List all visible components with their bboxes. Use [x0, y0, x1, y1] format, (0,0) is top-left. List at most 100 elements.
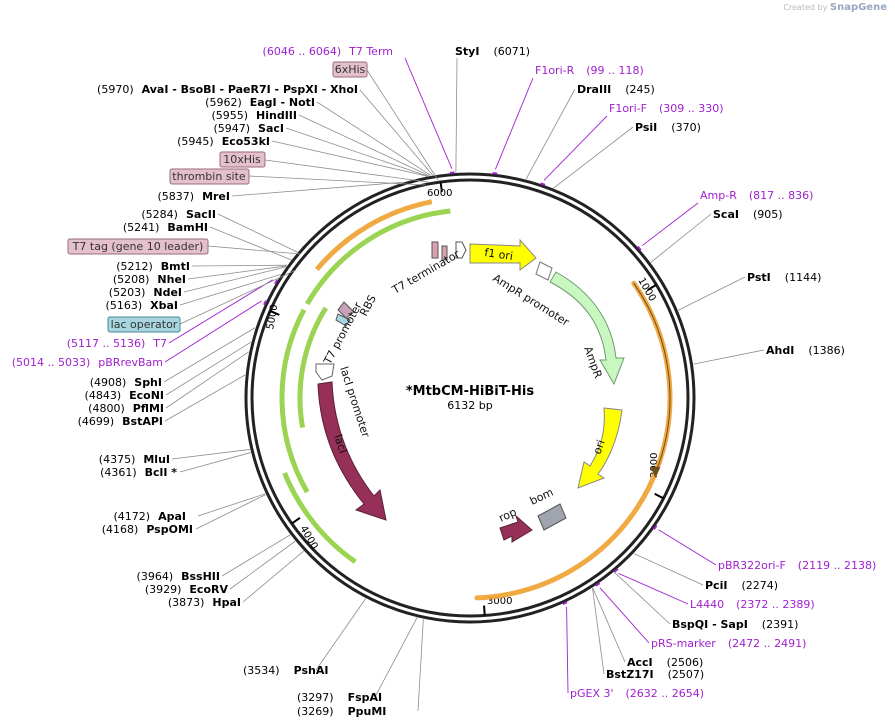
primer-leader: [641, 202, 699, 246]
site-pshai[interactable]: (3534)PshAI: [243, 664, 328, 677]
feature-arc-green-outer: [305, 208, 451, 306]
primer-prs-marker[interactable]: pRS-marker(2472 .. 2491): [651, 637, 806, 650]
site-pflmi[interactable]: (4800)PflMI: [88, 402, 164, 415]
primer-bind-mark: [492, 172, 498, 175]
primer-t7[interactable]: (5117 .. 5136)T7: [67, 337, 167, 350]
tag-lac-operator[interactable]: lac operator: [107, 316, 181, 333]
primer-amp-r[interactable]: Amp-R(817 .. 836): [700, 189, 813, 202]
tag-10xhis[interactable]: 10xHis: [219, 151, 266, 168]
feature-rop[interactable]: [499, 514, 533, 543]
primer-bind-mark: [653, 524, 658, 530]
feature-arc-green-inner: [297, 306, 328, 428]
primer-f1ori-r[interactable]: F1ori-R(99 .. 118): [535, 64, 644, 77]
site-draiii[interactable]: DraIII(245): [577, 83, 655, 96]
site-sacii[interactable]: (5284)SacII: [141, 208, 216, 221]
site-bsshii[interactable]: (3964)BssHII: [137, 570, 220, 583]
tick-label-6000: 6000: [427, 188, 452, 199]
site-pcii[interactable]: PciI(2274): [705, 579, 778, 592]
site-bmti[interactable]: (5212)BmtI: [116, 260, 190, 273]
site-noti-group[interactable]: (5962)EagI - NotI: [205, 96, 315, 109]
primer-f1ori-f[interactable]: F1ori-F(309 .. 330): [609, 102, 724, 115]
feature-ori[interactable]: [577, 407, 623, 489]
site-fspai[interactable]: (3297)FspAI: [297, 691, 382, 704]
site-bstapi[interactable]: (4699)BstAPI: [78, 415, 163, 428]
site-acci[interactable]: AccI(2506): [627, 656, 703, 669]
feature-thrombin[interactable]: [441, 245, 448, 261]
site-psii[interactable]: PsiI(370): [635, 121, 701, 134]
site-xbai[interactable]: (5163)XbaI: [106, 299, 178, 312]
site-leader: [171, 449, 250, 460]
feature-label-laci: lacI: [331, 433, 349, 455]
primer-pgex3[interactable]: pGEX 3'(2632 .. 2654): [570, 687, 704, 700]
site-leader: [650, 213, 712, 263]
site-bspqi-sapi[interactable]: BspQI - SapI(2391): [672, 618, 798, 631]
site-mrei[interactable]: (5837)MreI: [157, 190, 230, 203]
tag-t7-tag[interactable]: T7 tag (gene 10 leader): [67, 238, 209, 255]
site-ecoNI[interactable]: (4843)EcoNI: [85, 389, 164, 402]
site-hindiii[interactable]: (5955)HindIII: [211, 109, 297, 122]
primers: (6046 .. 6064)T7 Term F1ori-R(99 .. 118)…: [12, 45, 877, 700]
tick-mark-5000: [269, 310, 280, 316]
site-leader: [163, 327, 256, 383]
site-leader: [678, 276, 746, 311]
tag-leader: [248, 175, 427, 186]
feature-ampr-promoter[interactable]: [535, 261, 553, 281]
site-pspomi[interactable]: (4168)PspOMI: [102, 523, 193, 536]
site-scai[interactable]: ScaI(905): [713, 208, 783, 221]
site-psti[interactable]: PstI(1144): [747, 271, 821, 284]
tag-6xhis[interactable]: 6xHis: [332, 61, 368, 78]
tag-leader: [207, 245, 301, 255]
tick-mark-1000: [647, 283, 657, 291]
tag-thrombin-site[interactable]: thrombin site: [169, 168, 250, 185]
primer-leader: [566, 606, 569, 694]
site-xhoi-group[interactable]: (5970)AvaI - BsoBI - PaeR7I - PspXI - Xh…: [97, 83, 358, 96]
primer-pbr322ori-f[interactable]: pBR322ori-F(2119 .. 2138): [718, 559, 876, 572]
primer-leader: [404, 57, 453, 169]
site-saci[interactable]: (5947)SacI: [213, 122, 284, 135]
primer-leader: [599, 587, 650, 644]
site-hpai[interactable]: (3873)HpaI: [168, 596, 241, 609]
feature-laci[interactable]: [317, 381, 387, 521]
site-ecorv[interactable]: (3929)EcoRV: [145, 583, 229, 596]
feature-label-rbs: RBS: [357, 293, 379, 319]
feature-label-rop: rop: [497, 505, 519, 524]
site-ahdi[interactable]: AhdI(1386): [766, 344, 845, 357]
feature-bom[interactable]: [537, 503, 567, 531]
site-leader: [242, 550, 304, 603]
backbone-outer: [244, 172, 696, 624]
tick-label-3000: 3000: [487, 596, 512, 607]
feature-ampr[interactable]: [549, 271, 625, 386]
site-bamhi[interactable]: (5241)BamHI: [123, 221, 208, 234]
primer-l4440[interactable]: L4440(2372 .. 2389): [690, 598, 815, 611]
site-bstz17i[interactable]: BstZ17I(2507): [606, 668, 704, 681]
site-apai[interactable]: (4172)ApaI: [114, 510, 186, 523]
primer-leader: [164, 300, 262, 363]
tick-label-5000: 5000: [265, 304, 280, 331]
feature-laci-promoter[interactable]: [315, 363, 335, 381]
site-ppumi[interactable]: (3269)PpuMI: [297, 705, 386, 718]
site-leader: [191, 264, 288, 267]
feature-arc-orange-left: [314, 199, 433, 272]
site-sphi[interactable]: (4908)SphI: [90, 376, 162, 389]
feature-lac-operator[interactable]: [335, 313, 351, 327]
site-leader: [693, 349, 765, 365]
feature-f1-ori[interactable]: [469, 238, 537, 271]
svg-text:10xHis: 10xHis: [223, 153, 261, 166]
tick-mark-3000: [483, 605, 486, 616]
site-eco53ki[interactable]: (5945)Eco53kI: [177, 135, 270, 148]
tick-mark-6000: [439, 181, 443, 193]
tags: 6xHis 10xHis thrombin site T7 tag (gene …: [67, 61, 368, 333]
sites-left: (5970)AvaI - BsoBI - PaeR7I - PspXI - Xh…: [78, 83, 358, 609]
primer-pbrrevbam[interactable]: (5014 .. 5033)pBRrevBam: [12, 356, 163, 369]
feature-his-tag[interactable]: [431, 241, 439, 259]
feature-t7-terminator[interactable]: [455, 241, 467, 259]
primer-leader: [168, 279, 273, 344]
site-bcli[interactable]: (4361)BclI *: [100, 466, 177, 479]
feature-arc-green-bottom: [282, 471, 357, 564]
site-styi[interactable]: StyI(6071): [455, 45, 530, 58]
site-ndei[interactable]: (5203)NdeI: [109, 286, 182, 299]
tick-mark-4000: [291, 516, 301, 525]
site-mlui[interactable]: (4375)MluI: [99, 453, 170, 466]
primer-t7-term[interactable]: (6046 .. 6064)T7 Term: [263, 45, 393, 58]
site-nhei[interactable]: (5208)NheI: [113, 273, 186, 286]
